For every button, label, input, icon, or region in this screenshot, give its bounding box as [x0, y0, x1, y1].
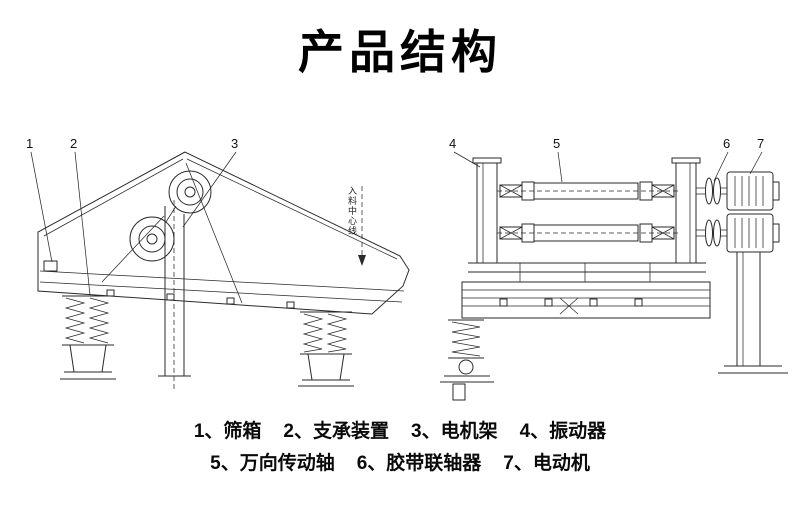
part-label-7: 7 — [757, 136, 764, 151]
legend-item: 2、支承装置 — [283, 421, 389, 442]
side-plate-right — [672, 158, 700, 263]
support-device-left — [60, 296, 116, 379]
end-view-drawing: 4 5 6 7 — [440, 136, 788, 400]
drive-shaft-upper — [497, 182, 680, 200]
electric-motor-lower — [727, 214, 779, 252]
feed-center-note: 入料中心线 — [347, 186, 357, 236]
exciter-circles — [130, 171, 211, 261]
part-label-5: 5 — [553, 136, 560, 151]
legend-line-2: 5、万向传动轴 6、胶带联轴器 7、电动机 — [210, 450, 590, 478]
motor-frame — [158, 200, 191, 392]
support-device-right — [298, 312, 354, 386]
legend-item: 1、筛箱 — [193, 421, 262, 442]
side-plate-left — [473, 158, 501, 263]
legend-item: 3、电机架 — [411, 421, 498, 442]
motor-stand — [718, 252, 788, 373]
legend: 1、筛箱 2、支承装置 3、电机架 4、振动器 5、万向传动轴 6、胶带联轴器 … — [0, 418, 800, 478]
screen-body-end — [462, 263, 710, 318]
part-label-4: 4 — [449, 136, 456, 151]
part-label-2: 2 — [70, 136, 77, 151]
side-view-drawing: 1 2 3 — [26, 136, 409, 392]
legend-line-1: 1、筛箱 2、支承装置 3、电机架 4、振动器 — [194, 418, 606, 446]
legend-item: 7、电动机 — [503, 453, 590, 474]
page-title: 产品结构 — [298, 26, 502, 78]
leader-lines-right — [454, 152, 762, 182]
part-label-1: 1 — [26, 136, 33, 151]
legend-item: 5、万向传动轴 — [210, 453, 335, 474]
electric-motor-upper — [727, 172, 779, 210]
feed-center-line — [358, 186, 366, 266]
drive-shaft-lower — [497, 224, 680, 242]
leader-lines-left — [31, 152, 236, 295]
screen-box-outline — [38, 152, 409, 314]
support-spring-end — [440, 320, 494, 400]
legend-item: 6、胶带联轴器 — [356, 453, 482, 474]
legend-item: 4、振动器 — [519, 421, 607, 442]
part-label-3: 3 — [231, 136, 238, 151]
part-label-6: 6 — [723, 136, 730, 151]
belt-coupling-lower — [696, 220, 727, 246]
belt-coupling-upper — [696, 178, 727, 204]
